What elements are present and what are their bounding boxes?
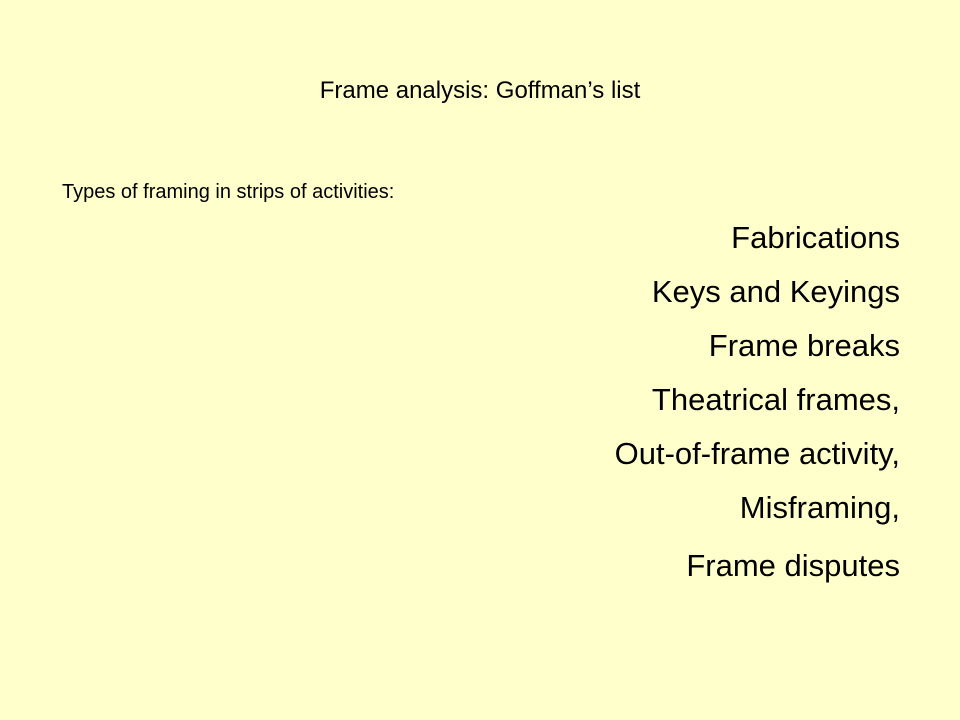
slide-title: Frame analysis: Goffman’s list (319, 77, 641, 104)
list-item-out-of-frame-activity: Out-of-frame activity, (614, 436, 900, 471)
list-item-frame-disputes: Frame disputes (686, 548, 900, 583)
list-item-fabrications: Fabrications (731, 220, 900, 255)
list-item-misframing: Misframing, (739, 490, 900, 525)
list-item-theatrical-frames: Theatrical frames, (651, 382, 900, 417)
slide-subtitle: Types of framing in strips of activities… (62, 181, 395, 203)
list-item-keys-and-keyings: Keys and Keyings (651, 274, 900, 309)
list-item-frame-breaks: Frame breaks (708, 328, 900, 363)
